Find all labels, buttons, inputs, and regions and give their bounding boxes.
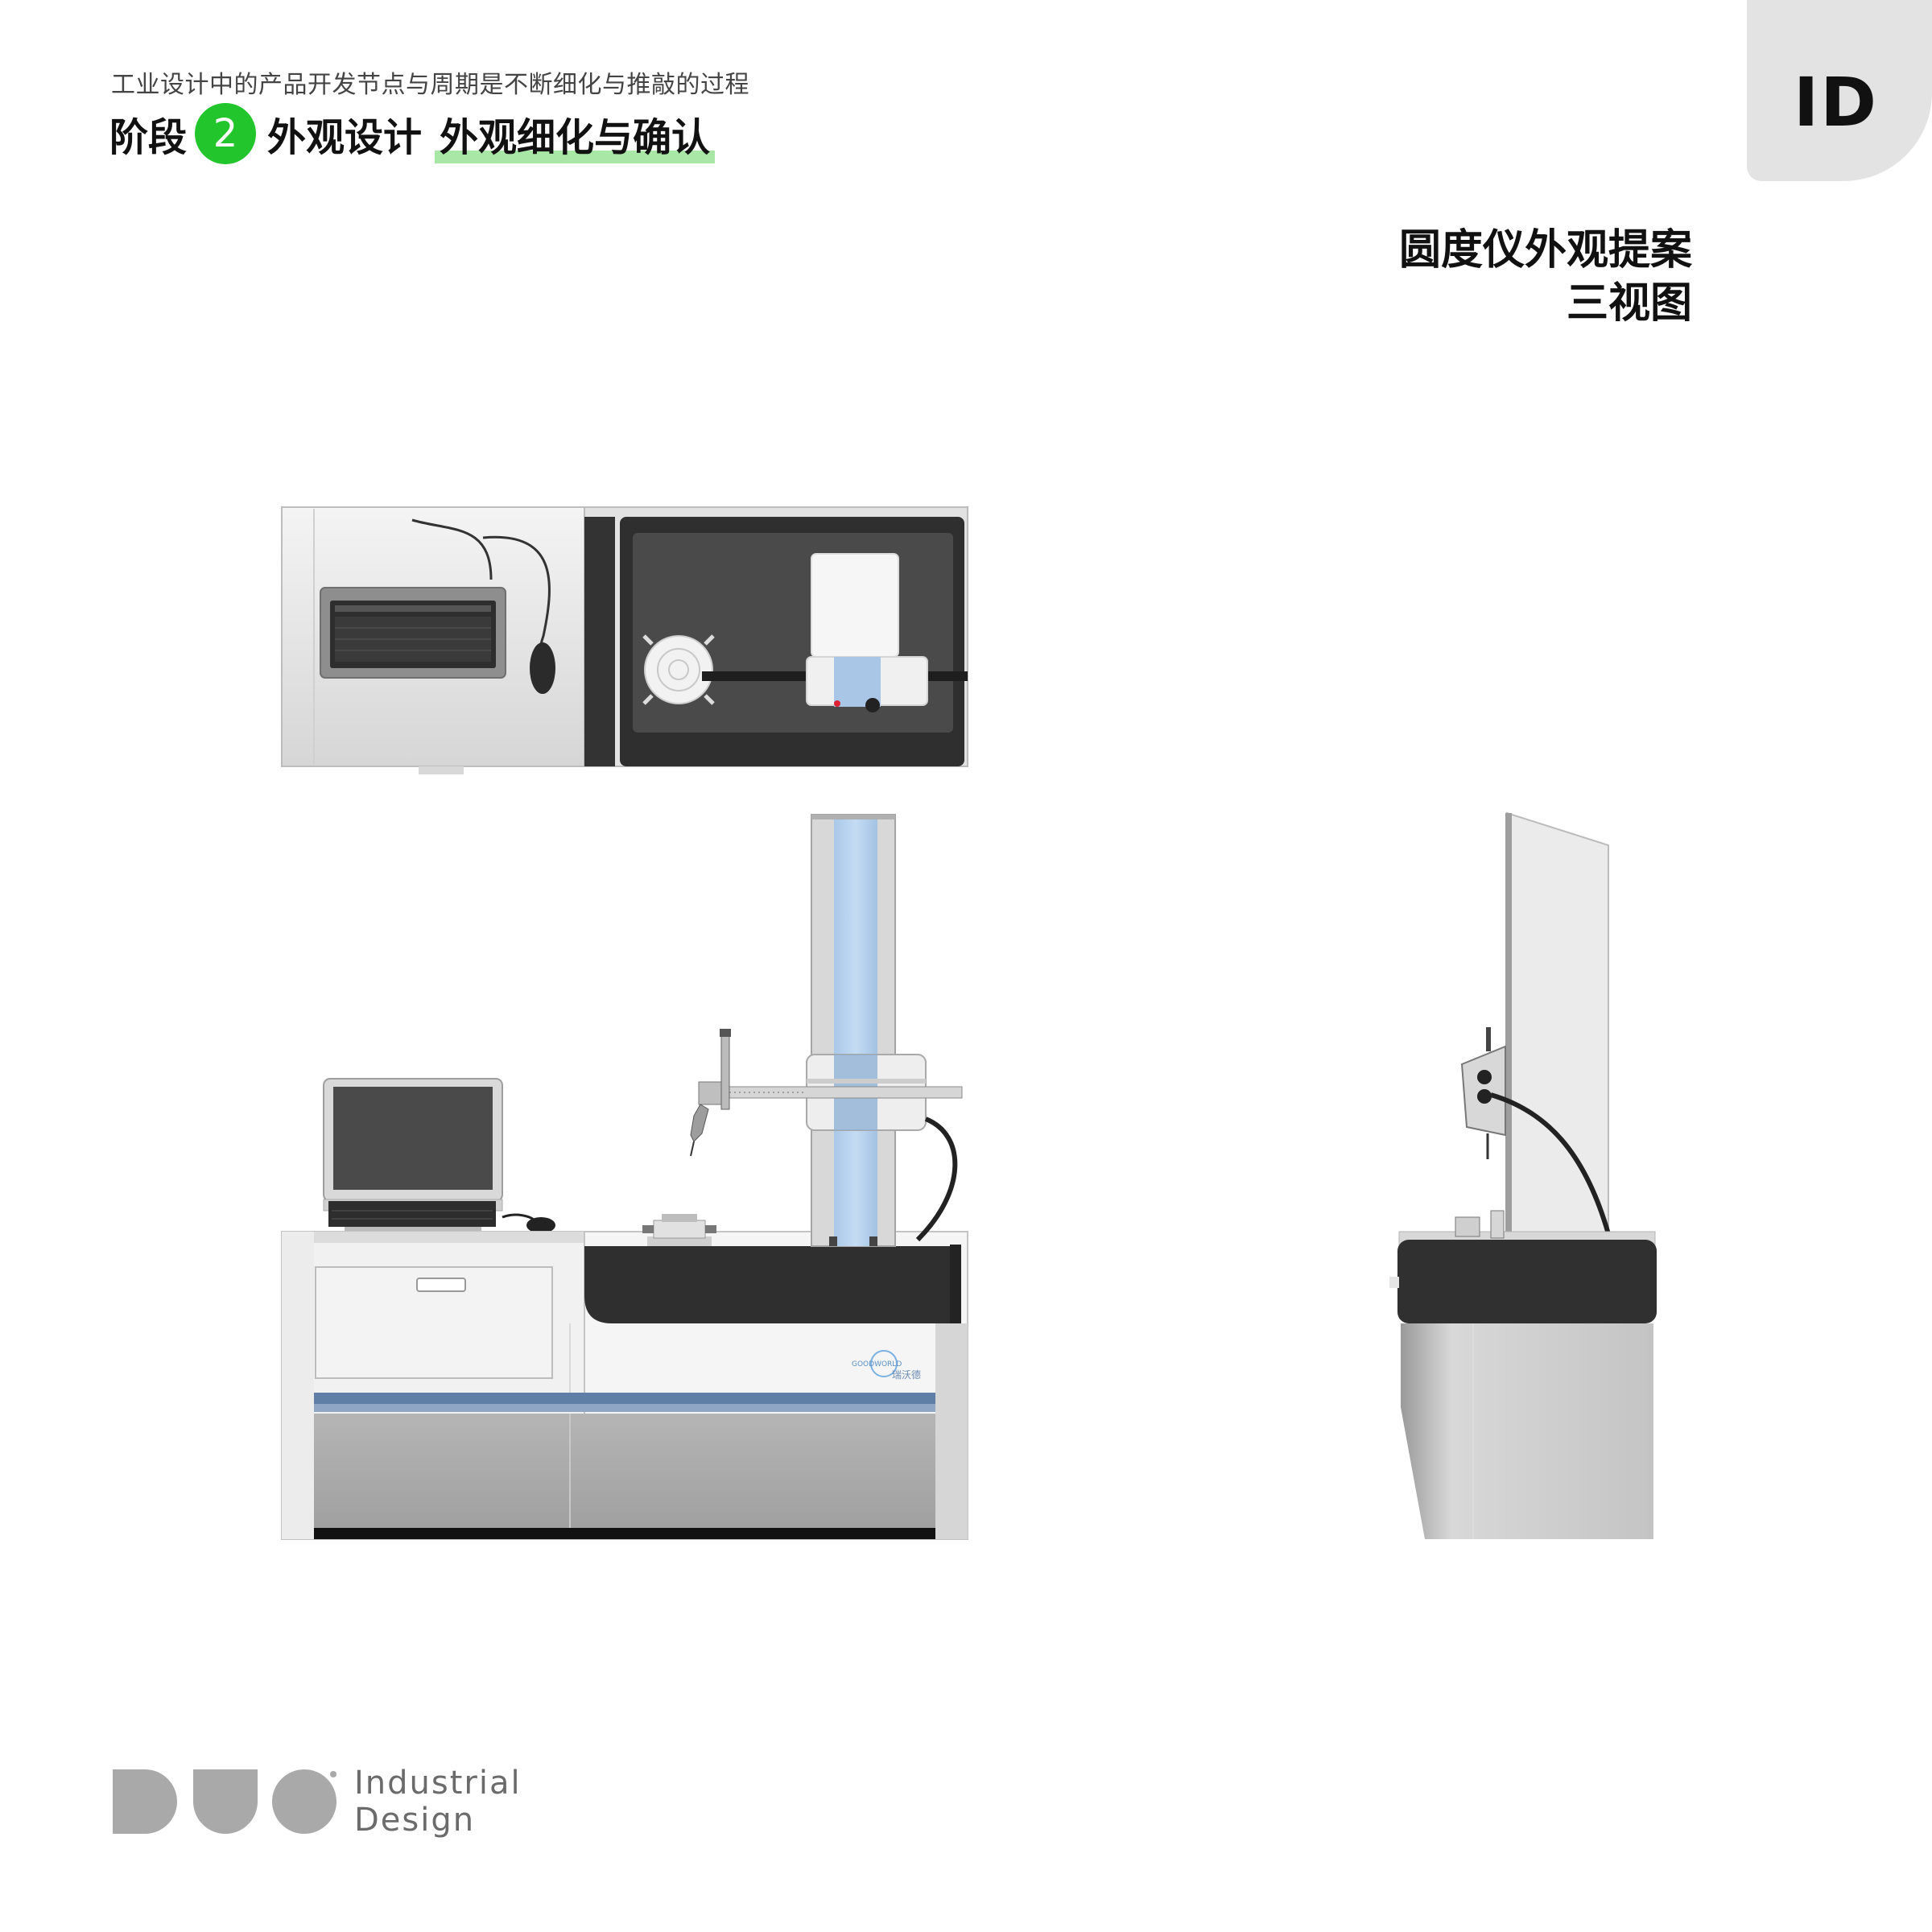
column [811, 814, 896, 1247]
proposal-title-line1: 圆度仪外观提案 [1398, 226, 1692, 275]
side-probe-head [1460, 1027, 1506, 1159]
proposal-title-line2: 三视图 [1566, 279, 1692, 328]
stage-subtitle: 外观细化与确认 [435, 105, 716, 163]
header-kicker: 工业设计中的产品开发节点与周期是不断细化与推敲的过程 [111, 71, 749, 99]
mouse-icon [530, 642, 555, 694]
id-corner-tab: ID [1747, 0, 1932, 181]
front-view: GOODWORLD 瑞沃德 [281, 814, 968, 1540]
front-rotary-table [642, 1214, 716, 1246]
logo-letter-o [272, 1769, 336, 1834]
side-view [1389, 811, 1657, 1539]
logo-wordmark-line1: Industrial [354, 1765, 522, 1802]
logo-letter-d [113, 1769, 177, 1834]
drawer-handle [416, 1278, 466, 1292]
stage-label: 阶段 [109, 115, 188, 160]
brand-logo-en: GOODWORLD [852, 1360, 902, 1368]
top-view [281, 506, 968, 774]
keyboard-icon [320, 587, 506, 679]
proposal-title: 圆度仪外观提案 三视图 [1399, 224, 1692, 330]
stage-heading: 阶段 2 外观设计 外观细化与确认 [109, 103, 716, 164]
logo-wordmark: Industrial Design [354, 1765, 522, 1839]
logo-letter-u [193, 1769, 258, 1834]
measuring-head-icon [806, 553, 928, 712]
stage-number-badge: 2 [195, 103, 257, 164]
stage-title: 外观设计 [267, 115, 423, 160]
duo-logo [113, 1769, 336, 1834]
rotary-table-icon [642, 634, 715, 705]
brand-logo-cn: 瑞沃德 [892, 1368, 921, 1381]
logo-wordmark-line2: Design [354, 1802, 476, 1839]
id-tab-label: ID [1794, 63, 1878, 142]
monitor-icon [323, 1078, 503, 1232]
